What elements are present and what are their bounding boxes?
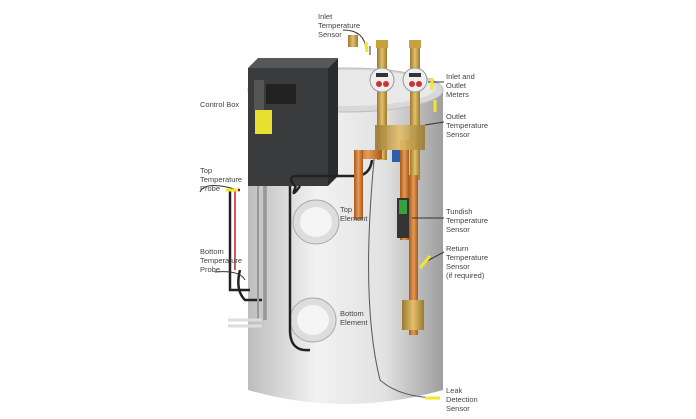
leak-sensor-wire bbox=[368, 149, 441, 399]
label-tundish-temperature-sensor: Tundish Temperature Sensor bbox=[446, 207, 489, 234]
label-top-temperature-probe: Top Temperature Probe bbox=[200, 166, 243, 193]
pipework bbox=[348, 35, 425, 335]
label-return-temperature-sensor: Return Temperature Sensor (if required) bbox=[446, 244, 489, 280]
flow-meters bbox=[369, 67, 428, 93]
top-element bbox=[292, 199, 340, 245]
label-leak-detection-sensor: Leak Detection Sensor bbox=[446, 386, 478, 413]
label-top-element: Top Element bbox=[340, 205, 368, 223]
bottom-element bbox=[289, 297, 337, 343]
label-inlet-temperature-sensor: Inlet Temperature Sensor bbox=[318, 12, 361, 39]
label-bottom-element: Bottom Element bbox=[340, 309, 368, 327]
label-inlet-outlet-meters: Inlet and Outlet Meters bbox=[446, 72, 475, 99]
control-box bbox=[248, 58, 338, 186]
label-bottom-temperature-probe: Bottom Temperature Probe bbox=[200, 247, 243, 274]
label-outlet-temperature-sensor: Outlet Temperature Sensor bbox=[446, 112, 489, 139]
label-control-box: Control Box bbox=[200, 100, 240, 109]
sensor-markers bbox=[226, 41, 440, 400]
